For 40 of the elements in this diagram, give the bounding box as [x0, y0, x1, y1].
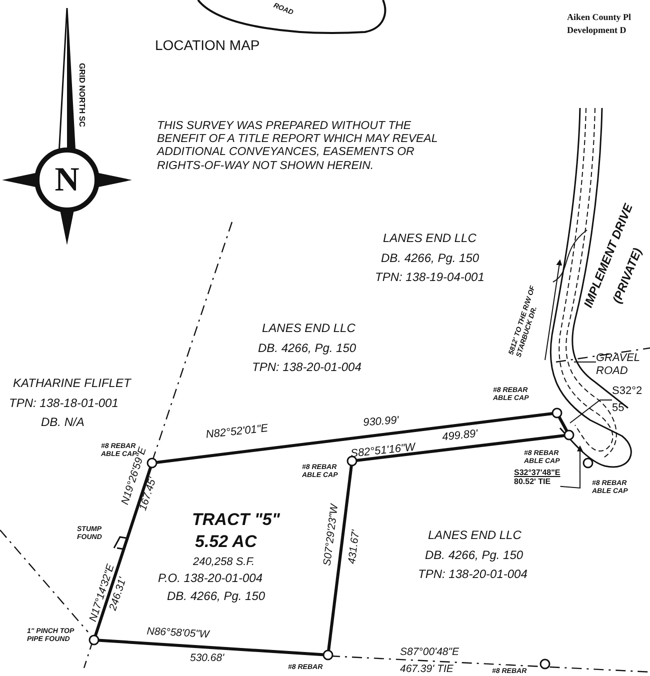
deed-reference: DB. N/A	[41, 416, 84, 430]
bearing-label: S87°00'48"E	[400, 646, 459, 658]
parcel-number: TPN: 138-19-04-001	[375, 271, 484, 285]
north-label: GRID NORTH SC	[77, 63, 87, 127]
bearing-label: S32°2	[612, 385, 642, 398]
survey-note: THIS SURVEY WAS PREPARED WITHOUT THE BENEFIT OF A TITLE REPORT WHICH MAY REVEAL ADDITIONAL CONVEYANCES, EASEMENTS OR RIGHTS-OF-WAY NOT SHOWN HEREIN.	[157, 120, 439, 173]
parcel-number: TPN: 138-20-01-004	[418, 568, 528, 582]
stamp-text: Aiken County Pl	[567, 12, 632, 22]
tract-area-sq-ft: 240,258 S.F.	[193, 556, 255, 569]
distance-label: 499.89'	[442, 428, 478, 444]
owner-name: LANES END LLC	[383, 232, 476, 246]
distance-label: 930.99'	[362, 414, 400, 430]
tie-label: S32°37'48"E	[514, 468, 560, 478]
bearing-label: S82°51'16"W	[350, 441, 416, 461]
tie-label: 80.52' TIE	[514, 477, 552, 486]
leader-line	[570, 400, 612, 424]
owner-name: LANES END LLC	[262, 322, 356, 336]
map-title: LOCATION MAP	[155, 37, 260, 54]
deed-reference: DB. 4266, Pg. 150	[381, 252, 480, 266]
road-label: GRAVEL ROAD	[596, 352, 641, 378]
parcel-number: TPN: 138-20-01-004	[252, 361, 362, 375]
owner-name: LANES END LLC	[428, 529, 522, 543]
deed-reference: DB. 4266, Pg. 150	[258, 342, 356, 356]
parcel-number: P.O. 138-20-01-004	[158, 572, 263, 586]
distance-label: 431.67'	[346, 529, 362, 565]
bearing-label: N82°52'01"E	[205, 422, 269, 442]
tract-title: TRACT "5"	[192, 510, 280, 530]
distance-label: 467.39' TIE	[400, 663, 454, 676]
deed-reference: DB. 4266, Pg. 150	[425, 549, 524, 563]
tract-area: 5.52 AC	[195, 532, 257, 552]
north-letter: N	[54, 160, 80, 200]
leader-line	[560, 445, 583, 489]
bearing-label: N86°58'05"W	[146, 625, 210, 641]
distance-label: 530.68'	[190, 652, 224, 664]
bearing-label: 55	[612, 402, 626, 414]
owner-name: KATHARINE FLIFLET	[13, 377, 131, 391]
bearing-label: S07°29'23"W	[321, 504, 341, 566]
deed-reference: DB. 4266, Pg. 150	[167, 590, 266, 604]
parcel-number: TPN: 138-18-01-001	[9, 397, 118, 411]
stamp-text: Development D	[567, 25, 626, 36]
